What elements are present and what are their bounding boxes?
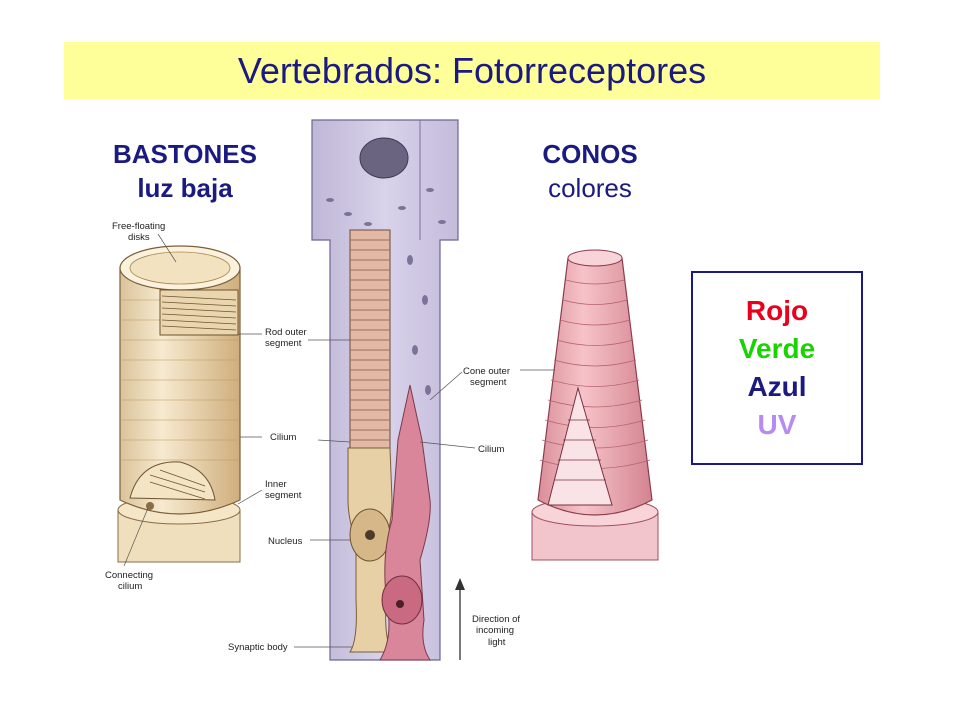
rods-heading: BASTONES <box>113 139 257 169</box>
leader-lines <box>123 233 555 648</box>
legend-item-green: Verde <box>738 333 816 364</box>
light-direction-arrow <box>455 578 465 660</box>
label-synaptic-body: Synaptic body <box>228 642 288 653</box>
photopigment-legend: Rojo Verde Azul UV <box>691 271 863 465</box>
label-cilium-right: Cilium <box>478 444 504 455</box>
cone-cell-drawing <box>531 249 659 561</box>
page-title: Vertebrados: Fotorreceptores <box>237 49 707 91</box>
cones-subheading: colores <box>548 173 632 203</box>
rod-cell-drawing <box>117 245 241 563</box>
label-inner-segment: segment <box>265 490 302 501</box>
label-free-floating: Free-floating <box>112 221 165 232</box>
label-direction: Direction of <box>472 614 520 625</box>
label-connecting: Connecting <box>105 570 153 581</box>
legend-item-blue: Azul <box>747 371 807 402</box>
cones-heading-block: CONOS colores <box>490 137 690 205</box>
label-disks: disks <box>128 232 150 243</box>
label-nucleus: Nucleus <box>268 536 303 547</box>
label-cone-outer: Cone outer <box>463 366 510 377</box>
retina-section-drawing <box>311 119 459 661</box>
cones-heading: CONOS <box>542 139 638 169</box>
legend-item-red: Rojo <box>745 295 809 326</box>
label-connecting-cilium: cilium <box>118 581 142 592</box>
legend-item-uv: UV <box>757 409 797 440</box>
label-cilium-left: Cilium <box>270 432 296 443</box>
label-rod-outer-segment: segment <box>265 338 302 349</box>
label-light: light <box>488 637 506 648</box>
rods-heading-block: BASTONES luz baja <box>80 137 290 205</box>
title-bar: Vertebrados: Fotorreceptores <box>64 42 880 99</box>
label-inner: Inner <box>265 479 287 490</box>
label-rod-outer: Rod outer <box>265 327 307 338</box>
label-cone-outer-segment: segment <box>470 377 507 388</box>
label-incoming: incoming <box>476 625 514 636</box>
rods-subheading: luz baja <box>137 173 233 203</box>
